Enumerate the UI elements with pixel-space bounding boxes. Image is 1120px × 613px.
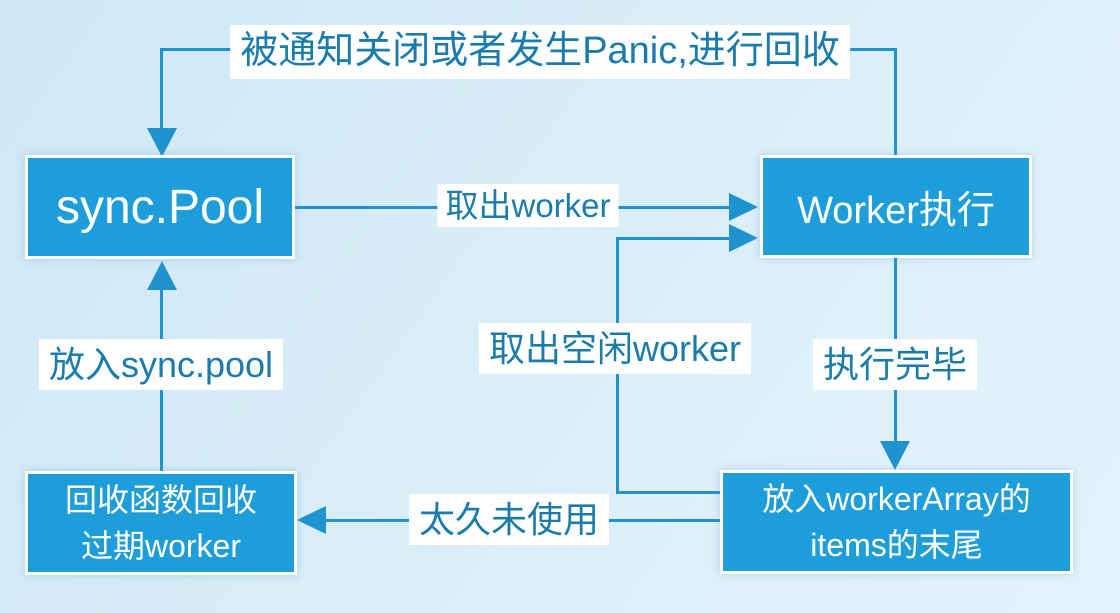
arrow-left-unused-icon — [297, 506, 326, 534]
node-recycle: 回收函数回收 过期worker — [25, 471, 297, 575]
node-worker-array-label-line2: items的末尾 — [810, 527, 983, 563]
arrow-right-take-worker-icon — [729, 193, 758, 221]
edge-label-exec-done: 执行完毕 — [812, 339, 978, 390]
node-worker-exec: Worker执行 — [760, 155, 1032, 258]
arrow-down-exec-done-icon — [880, 441, 910, 470]
node-recycle-label-line1: 回收函数回收 — [64, 481, 257, 518]
node-recycle-label-line2: 过期worker — [80, 528, 242, 564]
edge-label-take-idle-worker: 取出空闲worker — [478, 323, 752, 374]
arrow-up-put-pool-icon — [147, 261, 177, 290]
edge-take-idle-line-top — [616, 237, 730, 240]
edge-label-put-sync-pool: 放入sync.pool — [38, 339, 284, 390]
edge-label-notify-close: 被通知关闭或者发生Panic,进行回收 — [230, 25, 850, 79]
edge-label-too-long-unused: 太久未使用 — [408, 494, 610, 545]
edge-notify-line-right-vertical — [894, 48, 897, 157]
edge-take-idle-line-bottom — [616, 491, 722, 494]
arrow-right-take-idle-icon — [729, 224, 758, 252]
edge-label-take-worker: 取出worker — [437, 184, 619, 228]
node-sync-pool-label: sync.Pool — [55, 180, 265, 234]
node-worker-array: 放入workerArray的 items的末尾 — [720, 470, 1073, 574]
node-worker-exec-label: Worker执行 — [797, 190, 995, 232]
node-worker-array-label-line1: 放入workerArray的 — [762, 480, 1031, 517]
node-sync-pool: sync.Pool — [25, 155, 295, 259]
edge-notify-line-left-vertical — [160, 48, 163, 130]
arrow-down-into-sync-pool-icon — [147, 128, 177, 157]
